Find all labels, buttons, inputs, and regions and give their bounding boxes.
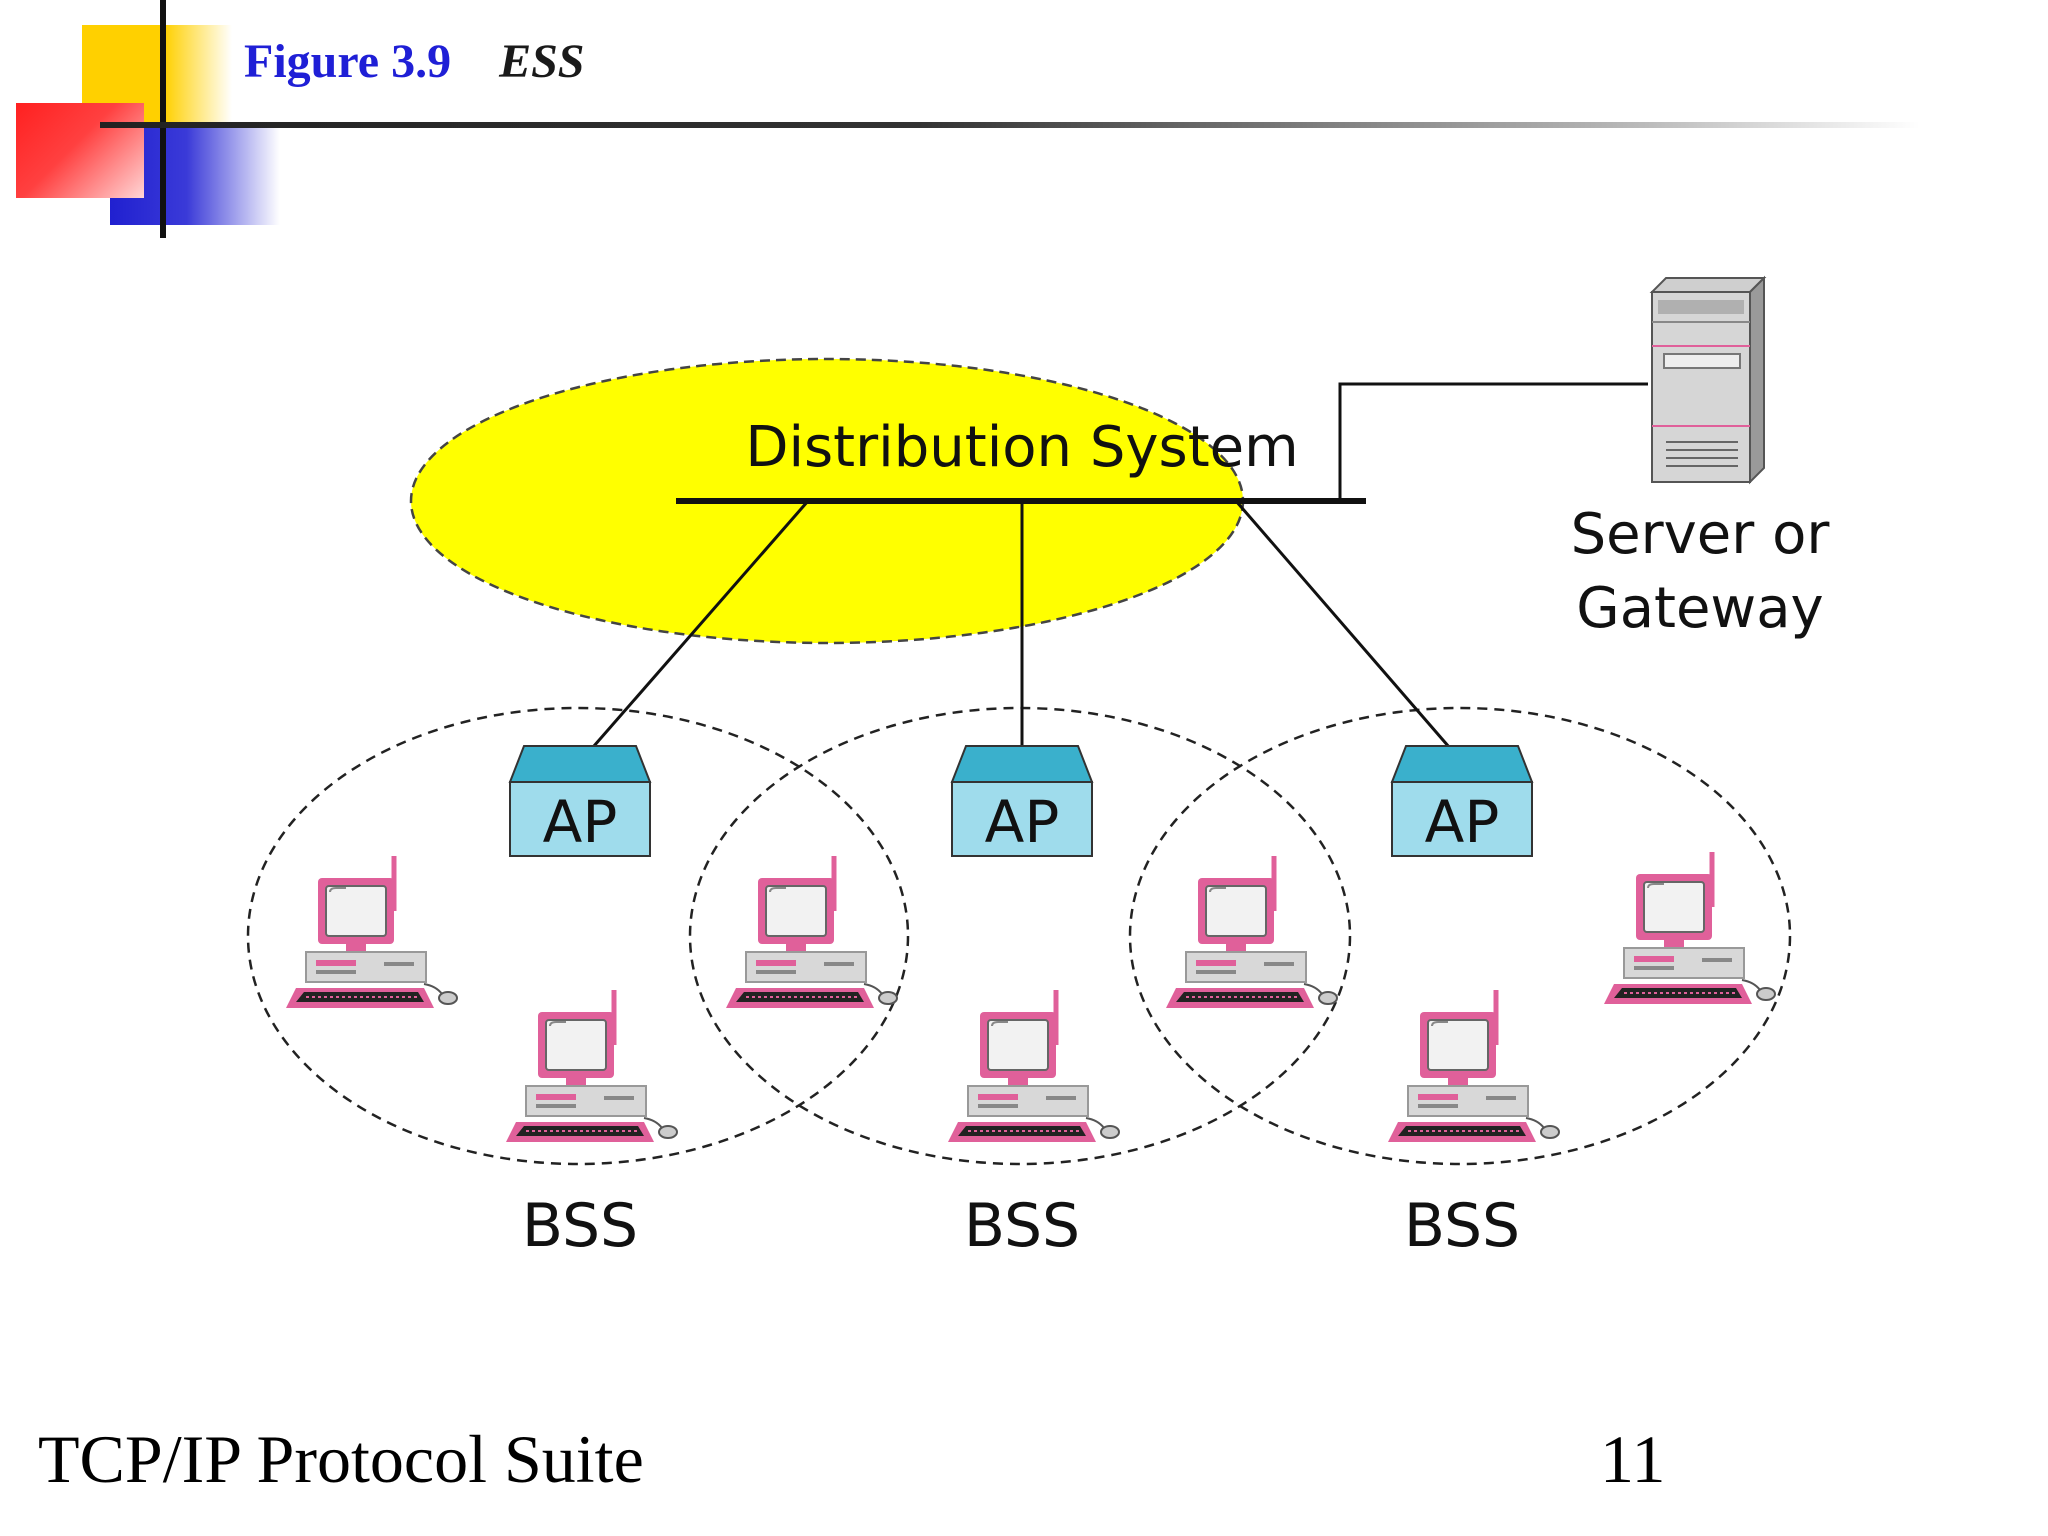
bss-circle-1	[246, 706, 910, 1166]
station-icon-3	[726, 856, 897, 1008]
station-icon-5	[1166, 856, 1337, 1008]
station-icon-1	[286, 856, 457, 1008]
page-number: 11	[1600, 1421, 1666, 1497]
deco-red-square	[16, 103, 144, 198]
figure-label: Figure 3.9	[244, 35, 452, 88]
access-point-1: AP	[508, 745, 652, 857]
access-point-2: AP	[950, 745, 1094, 857]
station-icon-6	[1388, 990, 1559, 1142]
figure-title: Figure 3.9 ESS	[244, 34, 585, 89]
footer-title: TCP/IP Protocol Suite	[38, 1421, 644, 1497]
bss-label-2: BSS	[964, 1191, 1080, 1261]
title-underline	[100, 122, 1920, 128]
distribution-system-label: Distribution System	[745, 415, 1298, 480]
ap-label-2: AP	[985, 788, 1060, 856]
server-label-line1: Server or	[1571, 502, 1831, 567]
ap-label-3: AP	[1425, 788, 1500, 856]
bss-label-1: BSS	[522, 1191, 638, 1261]
ap-link-3	[1234, 500, 1464, 763]
station-icon-4	[948, 990, 1119, 1142]
deco-vertical-line	[160, 0, 166, 238]
bss-label-3: BSS	[1404, 1191, 1520, 1261]
server-link	[1338, 382, 1648, 501]
server-icon	[1649, 275, 1767, 485]
station-icon-7	[1604, 852, 1775, 1004]
access-point-3: AP	[1390, 745, 1534, 857]
figure-name: ESS	[499, 35, 585, 88]
ap-label-1: AP	[543, 788, 618, 856]
server-label-line2: Gateway	[1576, 576, 1823, 641]
ap-link-1	[578, 500, 810, 763]
bss-circle-2	[688, 706, 1352, 1166]
bss-circle-3	[1128, 706, 1792, 1166]
station-icon-2	[506, 990, 677, 1142]
